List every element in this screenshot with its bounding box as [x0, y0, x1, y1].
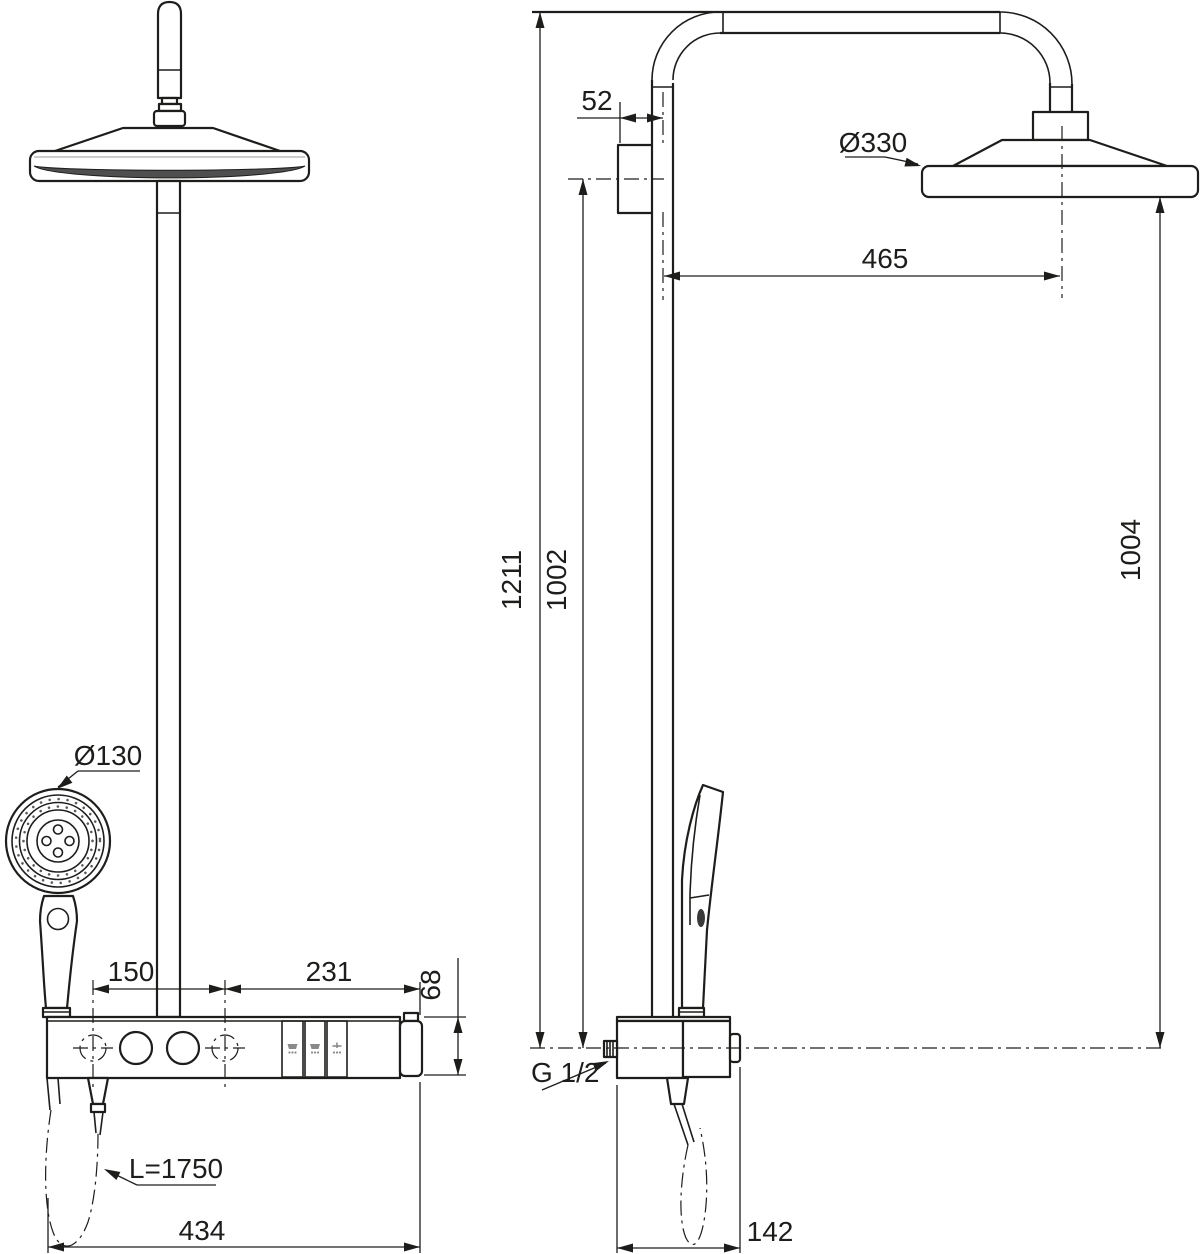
- dim-text-150: 150: [108, 956, 155, 987]
- shower-head-underside-shading: [33, 165, 306, 179]
- shelf-mixer-side: [602, 1015, 742, 1080]
- dim-150-231: 150 231: [92, 956, 421, 1090]
- inlet-thread-fitting: [602, 1039, 619, 1059]
- riser-pipe-front: [155, 179, 182, 1019]
- dim-connection-thread: G 1/2: [531, 1057, 609, 1091]
- label-hand-shower-diameter: Ø130: [74, 740, 143, 771]
- dim-text-1004: 1004: [1115, 519, 1146, 581]
- hose-loop: [45, 1109, 99, 1247]
- shower-hose-front: [45, 1076, 110, 1247]
- hand-shower-mode-button: [46, 907, 70, 931]
- function-button-3: [326, 1020, 348, 1078]
- shelf-end-cap: [398, 1019, 424, 1078]
- dim-text-434: 434: [179, 1215, 226, 1246]
- dim-text-1002: 1002: [541, 549, 572, 611]
- spray-holes-outer-ring: [14, 797, 102, 885]
- hose-loop-side: [680, 1127, 708, 1245]
- dim-52: 52: [577, 85, 663, 143]
- function-button-2: [304, 1020, 326, 1078]
- dim-1002: 1002: [541, 179, 588, 1048]
- dim-hand-shower-diameter: Ø130: [57, 740, 142, 789]
- dim-68: 68: [415, 958, 466, 1076]
- hand-shower-jet-icon: [310, 1044, 320, 1054]
- dim-text-465: 465: [862, 243, 909, 274]
- label-hose-length: L=1750: [129, 1153, 223, 1184]
- shelf-end-tab: [402, 1011, 420, 1023]
- function-button-1: [281, 1020, 304, 1078]
- label-connection-thread: G 1/2: [531, 1057, 599, 1088]
- shelf-mixer-front: [45, 1011, 424, 1080]
- ceiling-stem: [152, 0, 187, 128]
- dim-head-diameter: Ø330: [839, 127, 921, 167]
- dim-465: 465: [664, 243, 1060, 281]
- dim-434: 434: [47, 1082, 421, 1253]
- dim-text-68: 68: [415, 969, 446, 1000]
- shower-hose-side: [665, 1076, 708, 1245]
- label-head-diameter: Ø330: [839, 127, 908, 158]
- dim-text-52: 52: [581, 85, 612, 116]
- dim-text-231: 231: [306, 956, 353, 987]
- hand-shower-side: [677, 783, 725, 1019]
- hand-shower-side-button: [697, 909, 705, 927]
- control-knob-1: [118, 1030, 154, 1066]
- riser-and-arm-side: [532, 10, 1074, 1017]
- hand-shower-spray-icon: [287, 1044, 298, 1054]
- hand-shower-front: [4, 787, 112, 1019]
- side-view: 52 Ø330 465 1211 1002: [496, 10, 1200, 1253]
- overhead-shower-head-side: [920, 110, 1200, 199]
- front-view: Ø130 150 231 68: [4, 0, 466, 1253]
- spray-holes-inner-ring: [22, 805, 94, 877]
- dim-1211: 1211: [496, 12, 545, 1048]
- dim-1004: 1004: [1115, 197, 1165, 1048]
- overhead-shower-head-front: [28, 126, 311, 183]
- dim-text-142: 142: [747, 1216, 794, 1247]
- center-jets: [41, 824, 75, 858]
- dim-142: 142: [616, 1067, 794, 1253]
- dim-text-1211: 1211: [496, 550, 527, 610]
- overhead-shower-icon: [332, 1042, 342, 1054]
- control-knob-2: [165, 1030, 201, 1066]
- dim-hose-length: L=1750: [104, 1153, 223, 1186]
